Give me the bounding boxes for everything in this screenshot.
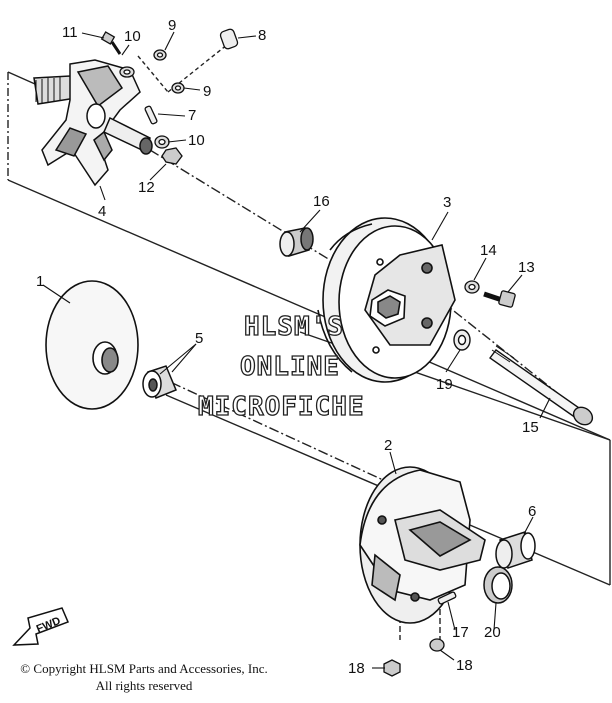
part-18-nut-left: [383, 659, 401, 677]
callout-13: 13: [518, 259, 535, 276]
part-9-washer-a: [153, 49, 167, 61]
part-20-ring: [483, 566, 513, 604]
part-10-nut-bottom: [154, 135, 170, 149]
callout-labels: 11 10 9 8 9 7 10 12 4 16 3 14 13 19 15 1…: [36, 17, 539, 677]
forward-arrow-icon: FWD: [12, 607, 69, 646]
part-16-bushing: [279, 227, 314, 257]
part-19-washer: [453, 329, 471, 351]
part-14-washer: [464, 280, 480, 294]
callout-10-bottom: 10: [188, 132, 205, 149]
callout-20: 20: [484, 624, 501, 641]
callout-1: 1: [36, 273, 44, 290]
callout-6: 6: [528, 503, 536, 520]
callout-16: 16: [313, 193, 330, 210]
callout-17: 17: [452, 624, 469, 641]
part-15-long-bolt: [489, 345, 594, 426]
copyright-line-2: All rights reserved: [95, 678, 193, 693]
part-3-movable-sheave: [317, 217, 456, 383]
part-7-pin: [144, 105, 158, 125]
part-13-bolt: [483, 290, 516, 308]
part-6-roller: [495, 531, 536, 569]
copyright-notice: © Copyright HLSM Parts and Accessories, …: [4, 660, 284, 694]
callout-18-right: 18: [456, 657, 473, 674]
part-10-nut-top: [119, 66, 135, 78]
watermark-line-3: MICROFICHE: [198, 392, 365, 422]
leader-lines: [42, 31, 551, 669]
part-11-bolt: [100, 31, 122, 55]
callout-8: 8: [258, 27, 266, 44]
part-8-roller: [219, 28, 239, 50]
callout-7: 7: [188, 107, 196, 124]
part-5-bushing: [142, 365, 177, 399]
callout-3: 3: [443, 194, 451, 211]
callout-19: 19: [436, 376, 453, 393]
callout-15: 15: [522, 419, 539, 436]
callout-18-left: 18: [348, 660, 365, 677]
part-17-pin: [437, 591, 457, 605]
callout-5: 5: [195, 330, 203, 347]
watermark-line-1: HLSM'S: [244, 312, 344, 342]
callout-9-top: 9: [168, 17, 176, 34]
copyright-line-1: © Copyright HLSM Parts and Accessories, …: [20, 661, 268, 676]
part-4-spider-shaft: [33, 59, 153, 187]
part-2-sheave-housing: [359, 466, 486, 624]
callout-12: 12: [138, 179, 155, 196]
part-18-nut-right: [429, 638, 445, 652]
callout-11: 11: [62, 24, 78, 41]
callout-9-bottom: 9: [203, 83, 211, 100]
part-1-fixed-sheave: [45, 280, 139, 410]
callout-10-top: 10: [124, 28, 141, 45]
callout-4: 4: [98, 203, 106, 220]
part-12-nut: [161, 147, 183, 165]
watermark-line-2: ONLINE: [240, 352, 340, 382]
watermark: HLSM'S ONLINE MICROFICHE: [197, 311, 365, 422]
callout-14: 14: [480, 242, 497, 259]
part-9-washer-b: [171, 82, 185, 94]
callout-2: 2: [384, 437, 392, 454]
